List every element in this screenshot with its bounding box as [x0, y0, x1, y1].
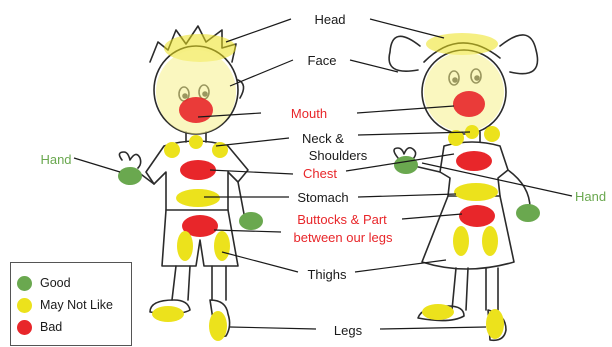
label-legs: Legs: [334, 323, 363, 338]
girl-zone-chest: [456, 151, 492, 171]
legend-box: Good May Not Like Bad: [10, 262, 132, 346]
boy-zone-thigh-left: [177, 231, 193, 261]
leader-buttocks-girl: [402, 214, 462, 219]
legend-item-may-not-like: May Not Like: [17, 294, 113, 316]
girl-arm-left: [414, 166, 440, 172]
leader-chest-boy: [210, 170, 293, 174]
label-face: Face: [308, 53, 337, 68]
bad-swatch-icon: [17, 320, 32, 335]
boy-zone-neck: [189, 135, 203, 149]
label-chest: Chest: [303, 166, 337, 181]
label-stomach: Stomach: [297, 190, 348, 205]
leader-legs-girl: [380, 327, 486, 329]
girl-zone-leg-right: [486, 309, 504, 339]
may-not-like-swatch-icon: [17, 298, 32, 313]
girl-zone-hand-right: [516, 204, 540, 222]
boy-zone-stomach: [176, 189, 220, 207]
legend-item-bad: Bad: [17, 316, 62, 338]
label-hand-left: Hand: [40, 152, 71, 167]
leader-thighs-boy: [222, 252, 298, 272]
boy-zone-hand-left: [118, 167, 142, 185]
leader-legs-boy: [230, 327, 316, 329]
legend-label-bad: Bad: [40, 320, 62, 334]
label-buttocks-line1: Buttocks & Part: [297, 212, 387, 227]
good-swatch-icon: [17, 276, 32, 291]
boy-zone-hand-right: [239, 212, 263, 230]
girl-zone-leg-left: [422, 304, 454, 320]
leader-face-boy: [230, 60, 293, 86]
girl-zone-buttocks: [459, 205, 495, 227]
zone-markers: [118, 33, 540, 341]
girl-zone-shoulder-right: [484, 126, 500, 142]
girl-arm-right: [508, 170, 530, 208]
label-buttocks-line2: between our legs: [293, 230, 393, 245]
girl-zone-thigh-left: [453, 226, 469, 256]
boy-legs: [172, 266, 226, 300]
leader-thighs-girl: [355, 260, 446, 272]
boy-arm-right: [238, 182, 244, 214]
boy-zone-leg-right: [209, 311, 227, 341]
label-head: Head: [314, 12, 345, 27]
leader-head-boy: [226, 19, 291, 42]
boy-zone-thigh-right: [214, 231, 230, 261]
leader-head-girl: [370, 19, 444, 38]
boy-zone-leg-left: [152, 306, 184, 322]
girl-zone-hand-left: [394, 156, 418, 174]
girl-zone-thigh-right: [482, 226, 498, 256]
leader-stomach-girl: [358, 194, 456, 197]
label-thighs: Thighs: [307, 267, 347, 282]
boy-hand-left-outline: [119, 152, 140, 168]
girl-pigtail-right: [500, 35, 538, 74]
legend-label-may-not-like: May Not Like: [40, 298, 113, 312]
label-mouth: Mouth: [291, 106, 327, 121]
girl-pigtail-left: [389, 36, 420, 71]
label-neck-line2: Shoulders: [309, 148, 368, 163]
girl-legs: [452, 268, 498, 310]
leader-hand-boy: [74, 158, 120, 172]
girl-zone-mouth: [453, 91, 485, 117]
legend-label-good: Good: [40, 276, 71, 290]
girl-zone-stomach: [454, 183, 498, 201]
legend-item-good: Good: [17, 272, 71, 294]
boy-zone-shoulder-left: [164, 142, 180, 158]
boy-zone-mouth: [179, 97, 213, 123]
leader-neck-boy: [216, 138, 289, 146]
label-hand-right: Hand: [575, 189, 606, 204]
label-neck-line1: Neck &: [302, 131, 344, 146]
